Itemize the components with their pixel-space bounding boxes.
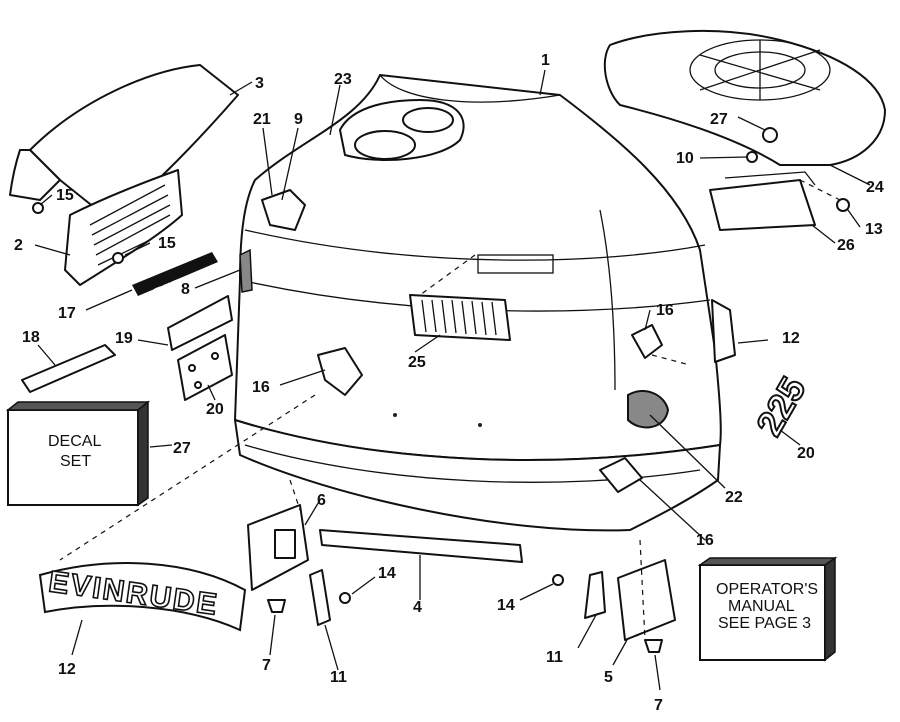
label-4: 4 xyxy=(413,599,422,616)
evinrude-logo-plate: EVINRUDE xyxy=(38,562,247,632)
label-7b: 7 xyxy=(654,697,663,714)
manual-box-line2: MANUAL xyxy=(728,598,795,615)
label-15a: 15 xyxy=(56,187,74,204)
label-14b: 14 xyxy=(497,597,515,614)
label-19: 19 xyxy=(115,330,133,347)
latch-bracket-6 xyxy=(247,504,309,591)
washer-27 xyxy=(762,127,778,143)
label-8: 8 xyxy=(181,281,190,298)
decal-box-line1: DECAL xyxy=(48,433,101,450)
label-3: 3 xyxy=(255,75,264,92)
manual-box-line1: OPERATOR'S xyxy=(716,581,818,598)
model-225-decal: 225 xyxy=(747,369,815,444)
decal-set-box: DECAL SET xyxy=(5,400,151,507)
label-6: 6 xyxy=(317,492,326,509)
screw-14-right xyxy=(552,574,564,586)
label-16b: 16 xyxy=(656,302,674,319)
plate-16-lower xyxy=(599,457,643,493)
label-14a: 14 xyxy=(378,565,396,582)
label-17: 17 xyxy=(58,305,76,322)
label-18: 18 xyxy=(22,329,40,346)
rear-bracket xyxy=(709,171,816,231)
label-26: 26 xyxy=(837,237,855,254)
label-27b: 27 xyxy=(710,111,728,128)
pad-8 xyxy=(239,248,253,293)
label-10: 10 xyxy=(676,150,694,167)
latch-bracket-5 xyxy=(617,559,676,641)
label-15b: 15 xyxy=(158,235,176,252)
silencer-cover xyxy=(9,64,239,221)
label-22: 22 xyxy=(725,489,743,506)
grommet-7-right xyxy=(644,639,663,653)
label-12b: 12 xyxy=(782,330,800,347)
label-20b: 20 xyxy=(797,445,815,462)
label-25: 25 xyxy=(408,354,426,371)
manual-box-line3: SEE PAGE 3 xyxy=(718,615,811,632)
bracket-plate-left xyxy=(177,334,233,401)
label-27a: 27 xyxy=(173,440,191,457)
clip-11-left xyxy=(309,569,331,626)
intake-grille xyxy=(409,254,554,341)
label-16a: 16 xyxy=(252,379,270,396)
label-23: 23 xyxy=(334,71,352,88)
label-5: 5 xyxy=(604,669,613,686)
label-24: 24 xyxy=(866,179,884,196)
screw-15-lower xyxy=(112,252,124,264)
decal-box-line2: SET xyxy=(60,453,91,470)
rubber-strip-4 xyxy=(319,529,523,563)
model-number: 225 xyxy=(748,370,814,443)
clip-11-right xyxy=(584,571,606,619)
label-11a: 11 xyxy=(330,669,347,686)
label-7a: 7 xyxy=(262,657,271,674)
label-16c: 16 xyxy=(696,532,714,549)
label-11b: 11 xyxy=(546,649,563,666)
seal-strip xyxy=(21,344,116,393)
screw-15-top xyxy=(32,202,44,214)
pad-22 xyxy=(627,390,670,429)
side-strip-decal: EVINRUDE xyxy=(132,252,218,296)
plate-21 xyxy=(261,189,306,231)
grommet-7-left xyxy=(267,599,286,613)
screw-10 xyxy=(746,151,758,163)
screw-14-left xyxy=(339,592,351,604)
decal-plate xyxy=(167,295,233,351)
rear-top-cover xyxy=(603,29,886,166)
nut-13 xyxy=(836,198,850,212)
label-2: 2 xyxy=(14,237,23,254)
label-21: 21 xyxy=(253,111,271,128)
label-9: 9 xyxy=(294,111,303,128)
label-12a: 12 xyxy=(58,661,76,678)
label-13: 13 xyxy=(865,221,883,238)
label-20a: 20 xyxy=(206,401,224,418)
label-1: 1 xyxy=(541,52,550,69)
grille-panel xyxy=(64,169,183,286)
operators-manual-box: OPERATOR'S MANUAL SEE PAGE 3 xyxy=(697,556,838,662)
plate-16-left xyxy=(317,347,363,396)
bracket-12-right xyxy=(711,299,736,363)
